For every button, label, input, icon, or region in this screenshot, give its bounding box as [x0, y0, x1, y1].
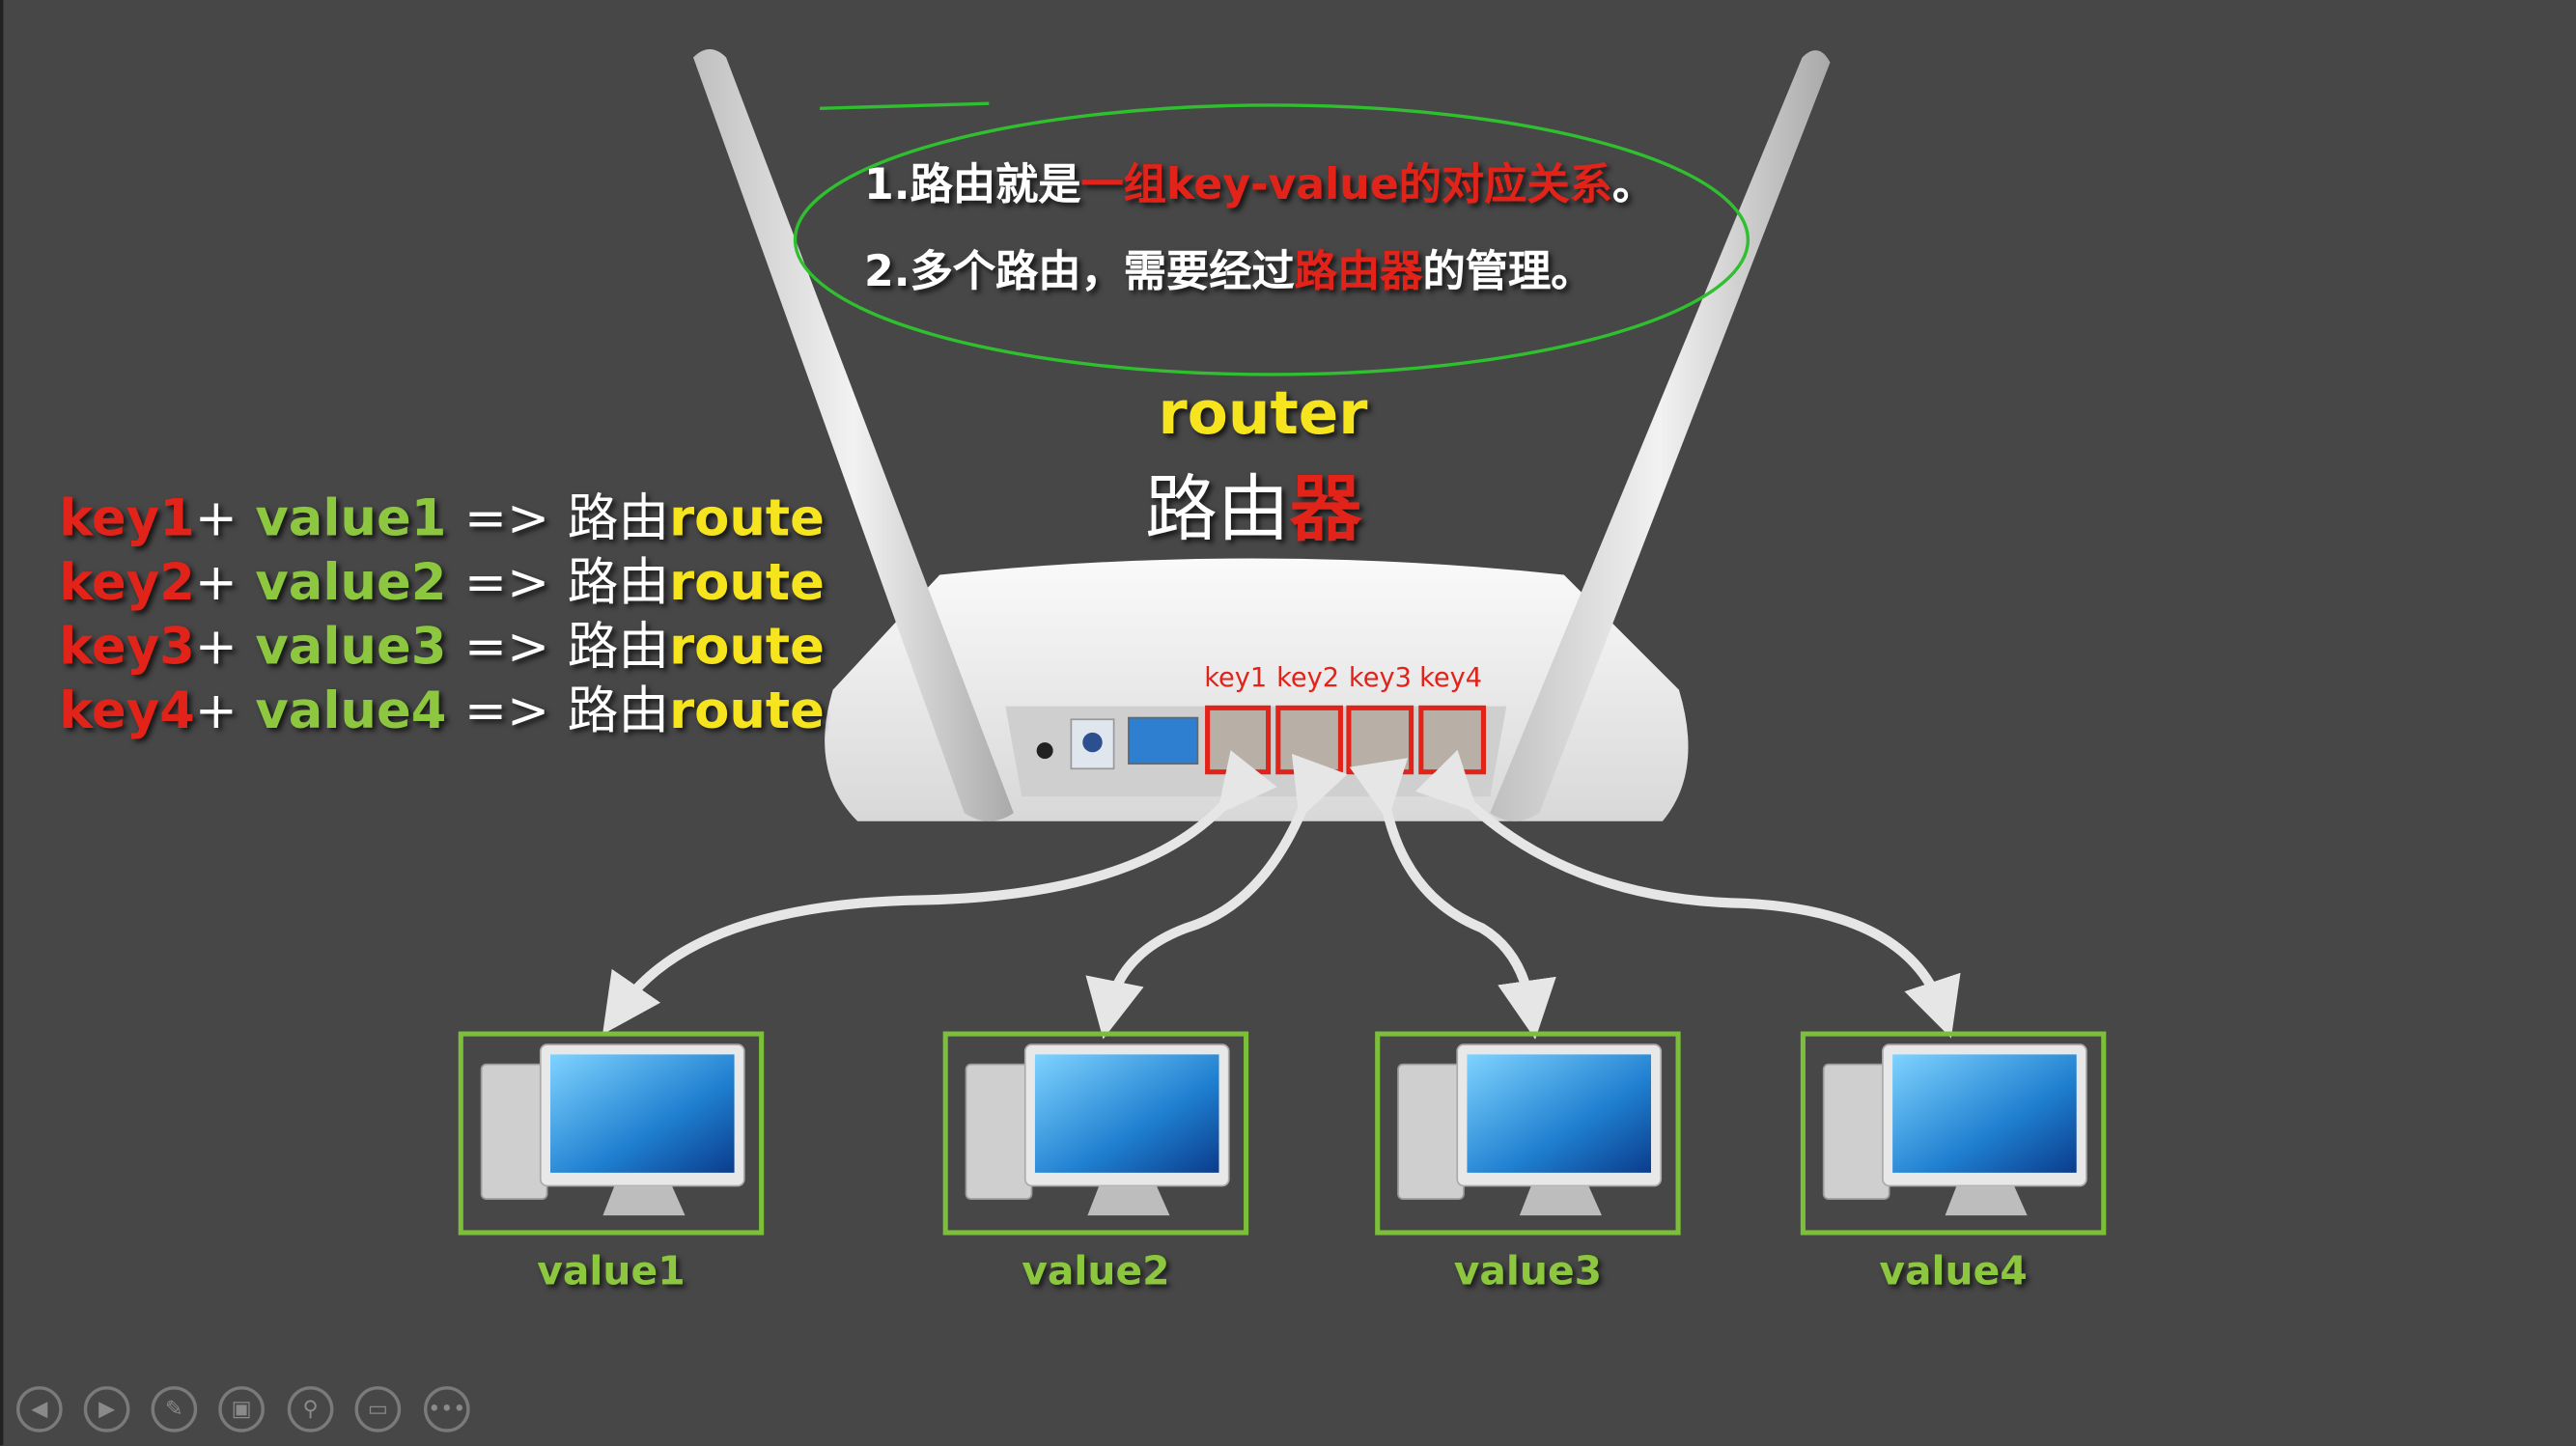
triangle-right-icon: ▶	[98, 1397, 116, 1422]
computer-label: value4	[1879, 1248, 2028, 1294]
rule-arrow: =>	[463, 553, 550, 613]
computer-label: value2	[1022, 1248, 1170, 1294]
route-rule: key2+ value2 => 路由route	[59, 541, 825, 615]
computer-box	[1375, 1031, 1681, 1236]
rule-zh: 路由	[567, 681, 670, 741]
rule-key: key4	[59, 681, 195, 741]
rule-value: value2	[255, 553, 447, 613]
annotation-ellipse	[793, 103, 1750, 376]
rule-value: value1	[255, 489, 447, 549]
rule-arrow: =>	[463, 489, 550, 549]
note-line-2: 2.多个路由，需要经过路由器的管理。	[864, 238, 1593, 299]
next-slide-button[interactable]: ▶	[83, 1386, 130, 1432]
port-label: key4	[1419, 661, 1483, 694]
note-text: 2.多个路由，需要经过	[863, 247, 1295, 297]
rule-value: value3	[255, 617, 447, 678]
router-title-zh-highlight: 器	[1289, 467, 1362, 552]
note-text: 。	[1611, 160, 1656, 210]
connection-arrows	[602, 749, 1961, 1040]
grid-icon: ▣	[231, 1397, 252, 1422]
rule-zh: 路由	[567, 553, 670, 613]
zoom-button[interactable]: ⚲	[287, 1386, 334, 1432]
router-illustration	[480, 49, 2087, 1216]
note-line-1: 1.路由就是一组key-value的对应关系。	[864, 152, 1655, 212]
right-antenna	[1490, 50, 1831, 821]
port-label: key2	[1276, 661, 1340, 694]
port-label: key1	[1204, 661, 1268, 694]
triangle-left-icon: ◀	[31, 1397, 48, 1422]
rule-plus: +	[194, 553, 238, 613]
computer-icon	[1822, 1043, 2087, 1216]
previous-slide-button[interactable]: ◀	[16, 1386, 63, 1432]
rule-value: value4	[255, 681, 447, 741]
note-highlight: 路由器	[1294, 247, 1423, 297]
slide-sorter-button[interactable]: ▣	[218, 1386, 265, 1432]
computer-box	[942, 1031, 1249, 1236]
route-rule: key4+ value4 => 路由route	[59, 669, 825, 743]
left-antenna	[693, 49, 1014, 821]
computer-box	[458, 1031, 765, 1236]
rule-plus: +	[194, 489, 238, 549]
computer-icon	[1397, 1043, 1663, 1216]
route-rule: key1+ value1 => 路由route	[59, 476, 825, 550]
rule-zh: 路由	[567, 489, 670, 549]
note-text: 的管理。	[1422, 247, 1594, 297]
rule-route: route	[669, 617, 825, 678]
note-text: 1.路由就是	[863, 160, 1081, 210]
rule-route: route	[669, 489, 825, 549]
rule-key: key1	[59, 489, 195, 549]
computer-icon	[480, 1043, 745, 1216]
rule-plus: +	[194, 617, 238, 678]
more-button[interactable]: •••	[423, 1386, 470, 1432]
computer-box	[1800, 1031, 2107, 1236]
note-highlight: 一组key-value的对应关系	[1080, 160, 1612, 210]
router-title-zh-text: 路由	[1144, 467, 1290, 552]
screen-icon: ▭	[367, 1397, 388, 1422]
computer-icon	[965, 1043, 1230, 1216]
rule-key: key2	[59, 553, 195, 613]
more-icon: •••	[428, 1397, 466, 1422]
computer-label: value3	[1453, 1248, 1603, 1294]
pen-button[interactable]: ✎	[151, 1386, 198, 1432]
pen-icon: ✎	[165, 1397, 183, 1422]
subtitles-button[interactable]: ▭	[354, 1386, 402, 1432]
route-rule: key3+ value3 => 路由route	[59, 604, 825, 679]
rule-arrow: =>	[463, 681, 550, 741]
magnifier-icon: ⚲	[302, 1397, 319, 1422]
router-title-en: router	[1158, 380, 1368, 449]
rule-plus: +	[194, 681, 238, 741]
router-title-zh: 路由器	[1145, 450, 1362, 555]
rule-key: key3	[59, 617, 195, 678]
computer-label: value1	[537, 1248, 686, 1294]
rule-zh: 路由	[567, 617, 670, 678]
rule-arrow: =>	[463, 617, 550, 678]
rule-route: route	[669, 681, 825, 741]
port-label: key3	[1348, 661, 1412, 694]
rule-route: route	[669, 553, 825, 613]
